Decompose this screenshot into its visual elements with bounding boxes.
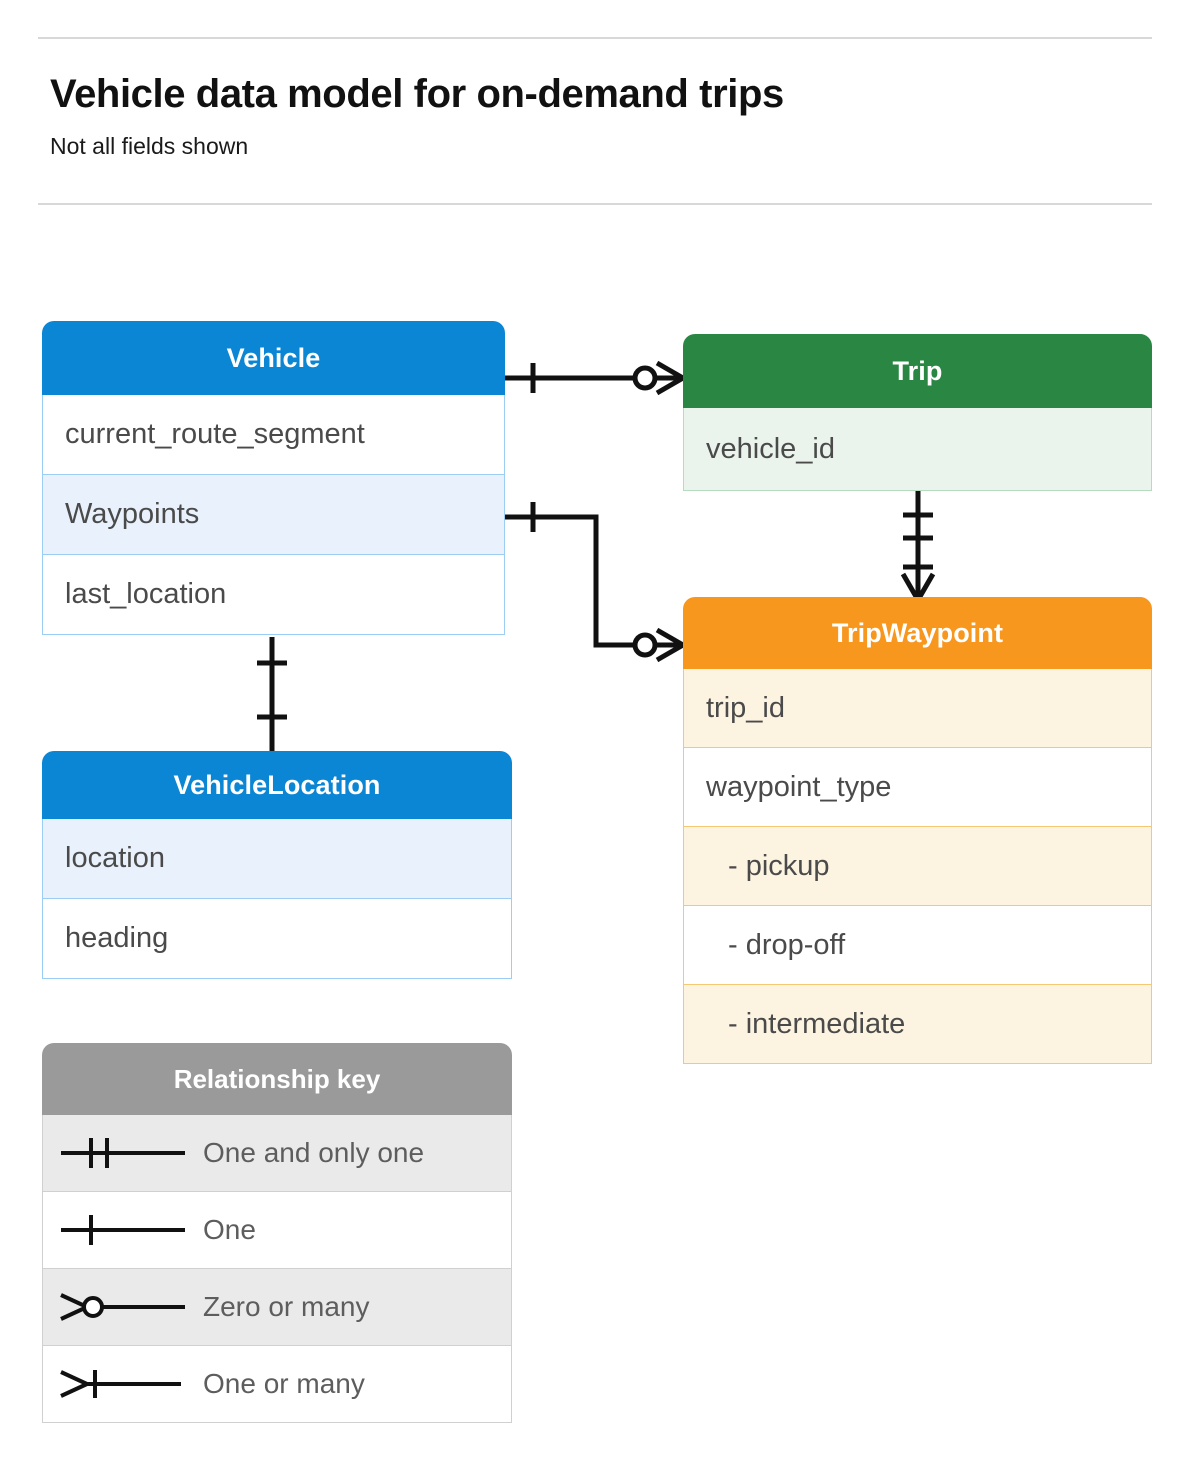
page-subtitle: Not all fields shown bbox=[50, 133, 249, 159]
one-icon bbox=[43, 1210, 203, 1250]
legend-relationship-key: Relationship key One and only one One bbox=[42, 1043, 512, 1423]
entity-trip-title: Trip bbox=[683, 334, 1152, 408]
entity-vehiclelocation-title: VehicleLocation bbox=[42, 751, 512, 819]
entity-tripwaypoint[interactable]: TripWaypoint trip_id waypoint_type - pic… bbox=[683, 597, 1152, 1064]
entity-vehicle-field-current-route-segment[interactable]: current_route_segment bbox=[42, 395, 505, 475]
entity-vehiclelocation-field-location[interactable]: location bbox=[42, 819, 512, 899]
legend-item-label: One bbox=[203, 1214, 256, 1245]
entity-tripwaypoint-title: TripWaypoint bbox=[683, 597, 1152, 669]
legend-item-one: One bbox=[42, 1192, 512, 1269]
connector-vehicle-trip bbox=[505, 360, 685, 396]
legend-item-one-or-many: One or many bbox=[42, 1346, 512, 1423]
entity-tripwaypoint-field-waypoint-type[interactable]: waypoint_type bbox=[683, 748, 1152, 827]
entity-tripwaypoint-field-intermediate[interactable]: - intermediate bbox=[683, 985, 1152, 1064]
one-and-only-one-icon bbox=[43, 1133, 203, 1173]
entity-tripwaypoint-field-pickup[interactable]: - pickup bbox=[683, 827, 1152, 906]
entity-vehiclelocation-field-heading[interactable]: heading bbox=[42, 899, 512, 979]
header-divider-top bbox=[38, 37, 1152, 39]
entity-tripwaypoint-field-drop-off[interactable]: - drop-off bbox=[683, 906, 1152, 985]
entity-vehicle-title: Vehicle bbox=[42, 321, 505, 395]
connector-trip-tripwaypoint bbox=[900, 491, 936, 602]
entity-vehicle-field-last-location[interactable]: last_location bbox=[42, 555, 505, 635]
legend-item-label: Zero or many bbox=[203, 1291, 370, 1322]
entity-trip-field-vehicle-id[interactable]: vehicle_id bbox=[683, 408, 1152, 491]
one-or-many-icon bbox=[43, 1364, 203, 1404]
entity-trip[interactable]: Trip vehicle_id bbox=[683, 334, 1152, 491]
header-divider-bottom bbox=[38, 203, 1152, 205]
legend-item-one-and-only-one: One and only one bbox=[42, 1115, 512, 1192]
page-title: Vehicle data model for on-demand trips bbox=[50, 72, 784, 116]
entity-vehicle[interactable]: Vehicle current_route_segment Waypoints … bbox=[42, 321, 505, 635]
legend-item-label: One and only one bbox=[203, 1137, 425, 1168]
legend-title: Relationship key bbox=[42, 1043, 512, 1115]
entity-vehiclelocation[interactable]: VehicleLocation location heading bbox=[42, 751, 512, 979]
legend-item-label: One or many bbox=[203, 1368, 365, 1399]
entity-vehicle-field-waypoints[interactable]: Waypoints bbox=[42, 475, 505, 555]
entity-tripwaypoint-field-trip-id[interactable]: trip_id bbox=[683, 669, 1152, 748]
connector-waypoints-tripwaypoint bbox=[505, 502, 685, 663]
legend-item-zero-or-many: Zero or many bbox=[42, 1269, 512, 1346]
zero-or-many-icon bbox=[43, 1287, 203, 1327]
connector-vehicle-vehiclelocation bbox=[257, 637, 287, 755]
